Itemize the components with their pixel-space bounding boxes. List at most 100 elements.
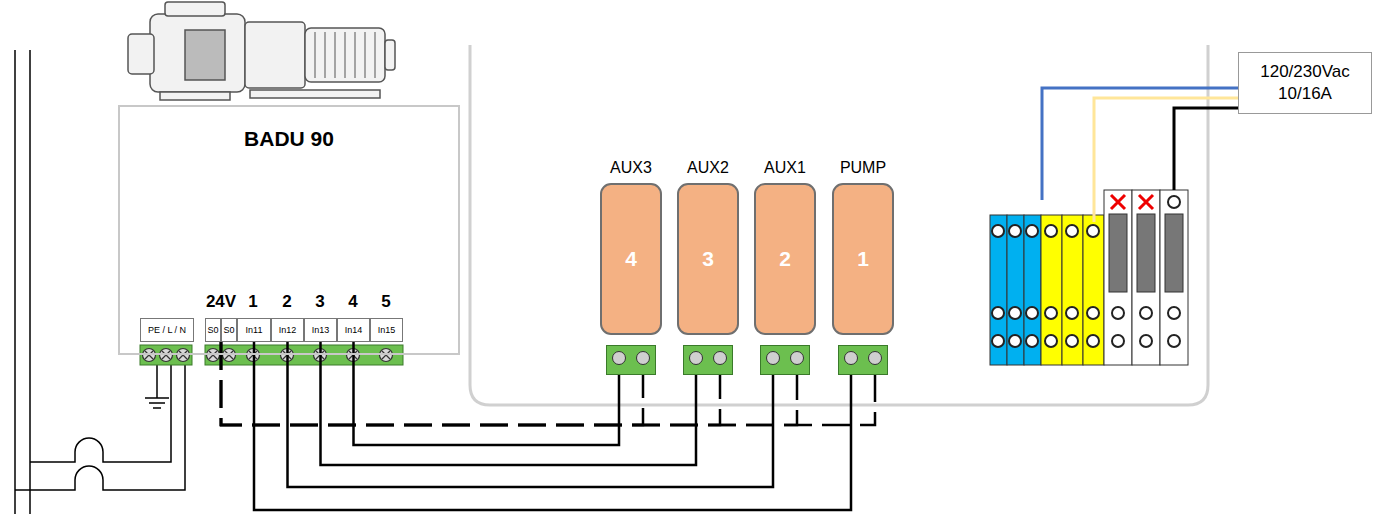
relay-number: 3 (702, 247, 714, 271)
drawing-stroke (314, 32, 316, 78)
drawing-stroke (225, 351, 233, 359)
voltage-label: 24V (203, 292, 239, 312)
drawing-part (990, 215, 1007, 365)
screw (612, 351, 626, 365)
terminal-label: S0 (221, 318, 237, 342)
drawing-stroke (209, 351, 217, 359)
drawing-stroke (162, 351, 170, 359)
drawing-part (160, 92, 230, 100)
pin-name: PE / L / N (148, 325, 186, 335)
drawing-part (29, 50, 31, 514)
drawing-stroke (179, 351, 187, 359)
drawing-stroke (1026, 307, 1038, 319)
input-number: 1 (238, 292, 268, 312)
drawing-stroke (1087, 225, 1099, 237)
power-supply-box: 120/230Vac 10/16A (1238, 52, 1372, 114)
controller-box: BADU 90 PE / L / N S0S0 In11 In12 In13 In14 In1… (118, 105, 460, 355)
device-title: BADU 90 (120, 127, 458, 151)
drawing-stroke (992, 335, 1004, 347)
signal-wire (321, 342, 697, 465)
drawing-stroke (1045, 307, 1057, 319)
pin-name: In14 (345, 325, 363, 335)
drawing-part (143, 349, 393, 362)
terminal-label: In15 (370, 318, 403, 342)
drawing-part (165, 2, 225, 16)
drawing-part (250, 90, 380, 98)
terminal-label: PE / L / N (140, 318, 194, 342)
terminal-block (990, 190, 1188, 365)
input-number: 5 (371, 292, 401, 312)
drawing-part (1007, 215, 1024, 365)
drawing-stroke (382, 351, 390, 359)
drawing-stroke (1066, 335, 1078, 347)
drawing-stroke (380, 349, 393, 362)
terminal-label: S0 (205, 318, 221, 342)
drawing-stroke (354, 32, 356, 78)
relay-name: PUMP (832, 158, 894, 180)
supply-lines (15, 50, 185, 514)
drawing-stroke (223, 349, 236, 362)
signal-wire (288, 342, 774, 487)
drawing-part (1024, 215, 1041, 365)
drawing-stroke (1140, 307, 1152, 319)
drawing-part (385, 40, 395, 70)
relay-body: 4 (600, 183, 662, 335)
drawing-stroke (1168, 196, 1180, 208)
input-number: 3 (305, 292, 335, 312)
relay-terminal (838, 345, 888, 375)
drawing-stroke (364, 32, 366, 78)
relay-name: AUX3 (600, 158, 662, 180)
drawing-part (1042, 88, 1238, 200)
supply-rating: 120/230Vac 10/16A (1245, 61, 1365, 105)
screw (868, 351, 882, 365)
relay-body: 3 (677, 183, 739, 335)
drawing-stroke (1066, 307, 1078, 319)
input-number: 2 (272, 292, 302, 312)
input-number: 4 (338, 292, 368, 312)
pin-name: S0 (207, 325, 218, 335)
terminal-strip (140, 345, 403, 365)
relay-module: AUX23 (677, 158, 739, 375)
drawing-part (15, 360, 185, 490)
drawing-part (128, 34, 154, 74)
signal-wire (354, 342, 620, 445)
relay-terminal (606, 345, 656, 375)
drawing-stroke (1009, 225, 1021, 237)
drawing-stroke (324, 32, 326, 78)
drawing-part (140, 345, 192, 365)
drawing-stroke (1026, 335, 1038, 347)
drawing-part (1132, 190, 1160, 365)
drawing-stroke (1087, 335, 1099, 347)
screw (689, 351, 703, 365)
drawing-part (245, 22, 305, 88)
drawing-stroke (1026, 225, 1038, 237)
relay-module: PUMP 1 (832, 158, 894, 375)
drawing-stroke (1112, 335, 1124, 347)
screw (766, 351, 780, 365)
relay-number: 4 (625, 247, 637, 271)
drawing-part (315, 32, 375, 78)
drawing-part (1165, 214, 1183, 292)
drawing-stroke (334, 32, 336, 78)
drawing-stroke (1168, 307, 1180, 319)
drawing-stroke (160, 349, 173, 362)
mains-wires (1042, 88, 1238, 222)
drawing-stroke (992, 307, 1004, 319)
drawing-stroke (1045, 225, 1057, 237)
relay-number: 1 (857, 247, 869, 271)
drawing-part (1111, 195, 1153, 209)
terminal-label: In11 (237, 318, 271, 342)
drawing-stroke (1112, 307, 1124, 319)
drawing-stroke (1009, 307, 1021, 319)
drawing-part (992, 196, 1180, 347)
pin-name: In11 (246, 325, 263, 335)
screw (844, 351, 858, 365)
terminal-label: In12 (271, 318, 304, 342)
pin-name: In13 (312, 325, 330, 335)
relay-body: 2 (754, 183, 816, 335)
terminal-label: In13 (304, 318, 337, 342)
drawing-part (1111, 195, 1125, 209)
relay-module: AUX12 (754, 158, 816, 375)
drawing-part (205, 345, 403, 365)
drawing-part (14, 50, 16, 514)
